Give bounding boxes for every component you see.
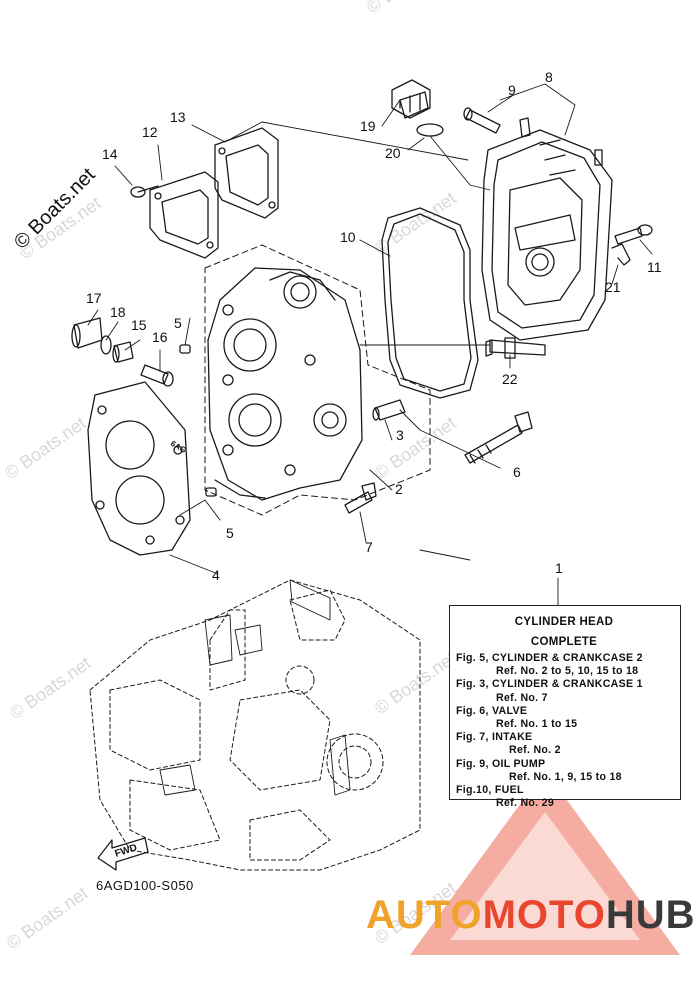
cover-gasket-10 bbox=[381, 207, 479, 399]
bolt-16 bbox=[140, 364, 174, 387]
callout-22: 22 bbox=[502, 371, 518, 387]
watermark-text: © Boats.net bbox=[363, 0, 452, 17]
callout-20: 20 bbox=[385, 145, 401, 161]
callout-6: 6 bbox=[513, 464, 521, 480]
legend-title-2: COMPLETE bbox=[530, 636, 598, 648]
fwd-label: FWD bbox=[114, 842, 139, 860]
cylinder-head-cover bbox=[481, 117, 613, 341]
callout-5a: 5 bbox=[174, 315, 182, 331]
legend-ref: Ref. No. 1, 9, 15 to 18 bbox=[509, 770, 622, 783]
plug-17 bbox=[71, 317, 103, 349]
diagram-code: 6AGD100-S050 bbox=[96, 878, 194, 893]
bolt-11 bbox=[614, 224, 653, 245]
watermark-text: © Boats.net bbox=[6, 653, 95, 723]
watermarks: © Boats.net © Boats.net © Boats.net © Bo… bbox=[1, 0, 460, 953]
washer-18 bbox=[100, 335, 112, 355]
brand-logo: AUTOMOTOHUB bbox=[366, 895, 696, 935]
brand-part-moto: MOTO bbox=[482, 893, 606, 937]
legend-ref: Ref. No. 7 bbox=[496, 691, 548, 704]
filler-cap-19 bbox=[391, 79, 431, 119]
watermark-text: © Boats.net bbox=[3, 883, 92, 953]
legend-fig: Fig.10, FUEL bbox=[456, 784, 524, 797]
legend-ref: Ref. No. 2 to 5, 10, 15 to 18 bbox=[496, 665, 639, 678]
brand-part-hub: HUB bbox=[605, 893, 696, 937]
callout-17: 17 bbox=[86, 290, 102, 306]
spark-plug-22 bbox=[485, 337, 546, 359]
bolt-9 bbox=[463, 107, 501, 134]
bolt-6 bbox=[464, 411, 533, 464]
callout-11: 11 bbox=[647, 259, 662, 275]
cylinder-head-2 bbox=[207, 267, 363, 501]
callout-8: 8 bbox=[545, 69, 553, 85]
dowel-5-bottom bbox=[205, 487, 217, 497]
o-ring-20 bbox=[416, 123, 444, 137]
callout-16: 16 bbox=[152, 329, 168, 345]
clip-21 bbox=[611, 243, 631, 266]
legend-title-1: CYLINDER HEAD bbox=[514, 616, 614, 628]
legend-ref: Ref. No. 1 to 15 bbox=[496, 718, 578, 731]
callout-3: 3 bbox=[396, 427, 404, 443]
bolt-7 bbox=[344, 482, 377, 514]
callout-18: 18 bbox=[110, 304, 126, 320]
callout-13: 13 bbox=[170, 109, 186, 125]
legend-fig: Fig. 5, CYLINDER & CRANKCASE 2 bbox=[456, 652, 643, 664]
callout-10: 10 bbox=[340, 229, 356, 245]
brand-triangle-icon bbox=[410, 770, 680, 955]
callout-12: 12 bbox=[142, 124, 158, 140]
legend-fig: Fig. 6, VALVE bbox=[456, 704, 528, 717]
legend-box: CYLINDER HEAD COMPLETE Fig. 5, CYLINDER … bbox=[449, 605, 681, 809]
callout-4: 4 bbox=[212, 567, 220, 583]
watermark-text: © Boats.net bbox=[371, 413, 460, 483]
fwd-arrow-icon: FWD bbox=[97, 837, 149, 871]
plate-13 bbox=[214, 127, 279, 219]
callout-21: 21 bbox=[605, 279, 621, 295]
callout-5b: 5 bbox=[226, 525, 234, 541]
callout-15: 15 bbox=[131, 317, 147, 333]
screw-14 bbox=[130, 185, 159, 198]
leader-lines bbox=[87, 83, 653, 607]
watermark-text: © Boats.net bbox=[1, 413, 90, 483]
callout-9: 9 bbox=[508, 82, 516, 98]
watermark-text: © Boats.net bbox=[371, 648, 460, 718]
legend-fig: Fig. 7, INTAKE bbox=[456, 731, 533, 744]
callout-14: 14 bbox=[102, 146, 118, 162]
watermark-text: © Boats.net bbox=[371, 188, 460, 258]
head-gasket-4: 6AG bbox=[87, 381, 191, 556]
callout-19: 19 bbox=[360, 118, 376, 134]
plate-12 bbox=[149, 171, 219, 259]
gasket-label: 6AG bbox=[169, 439, 188, 455]
legend-ref: Ref. No. 29 bbox=[496, 797, 555, 810]
crankcase-reference-solid bbox=[159, 579, 351, 796]
brand-part-auto: AUTO bbox=[366, 893, 483, 937]
legend-ref: Ref. No. 2 bbox=[509, 744, 561, 757]
spacer-15 bbox=[112, 341, 134, 363]
callouts: 1 2 3 4 5 5 6 7 8 9 10 11 12 13 14 15 16… bbox=[86, 69, 662, 583]
head-dashed-outline bbox=[204, 244, 431, 516]
callout-1: 1 bbox=[555, 560, 563, 576]
dowel-5-top bbox=[179, 344, 191, 354]
crankcase-reference bbox=[89, 579, 421, 871]
legend-fig: Fig. 3, CYLINDER & CRANKCASE 1 bbox=[456, 678, 643, 691]
part-3 bbox=[372, 399, 406, 421]
callout-7: 7 bbox=[365, 539, 373, 555]
legend-fig: Fig. 9, OIL PUMP bbox=[456, 757, 546, 770]
callout-2: 2 bbox=[395, 481, 403, 497]
